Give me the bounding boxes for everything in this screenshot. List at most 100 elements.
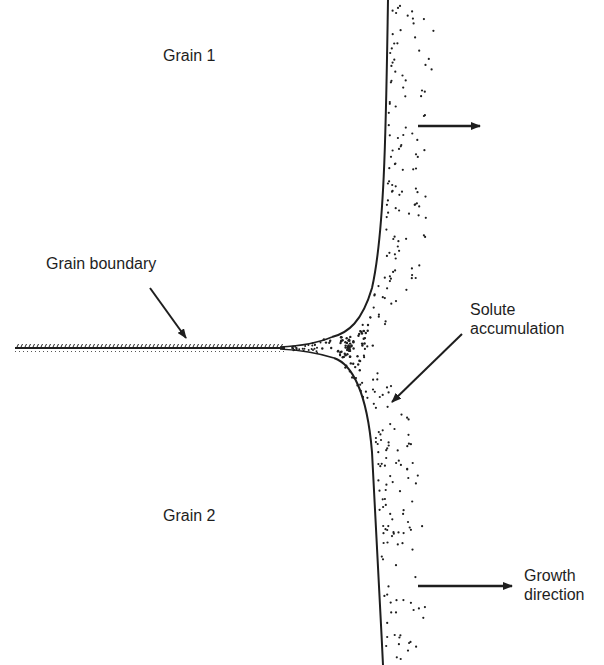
solute-dot xyxy=(342,356,344,358)
solute-dot xyxy=(359,360,361,362)
solute-dot xyxy=(386,594,388,596)
solute-dot xyxy=(394,269,396,271)
solute-dot xyxy=(348,340,350,342)
solute-dot xyxy=(406,468,408,470)
solute-dot xyxy=(415,646,417,648)
grain-label: Grain 1 xyxy=(163,46,283,65)
solute-dot xyxy=(394,634,396,636)
solute-dot xyxy=(361,344,363,346)
solute-dot xyxy=(358,360,360,362)
solute-dot xyxy=(425,217,427,219)
solute-dot xyxy=(325,341,327,343)
solute-dot xyxy=(385,504,387,506)
solute-dot xyxy=(393,59,395,61)
solute-dot xyxy=(400,464,402,466)
solute-dot xyxy=(389,513,391,515)
solute-dot xyxy=(423,18,425,20)
solute-dot xyxy=(386,386,388,388)
solute-dot xyxy=(375,437,377,439)
solute-dot xyxy=(393,42,395,44)
solute-dot xyxy=(388,124,390,126)
solute-dot xyxy=(359,384,361,386)
solute-dot xyxy=(408,213,410,215)
solute-dot xyxy=(388,441,390,443)
solute-dot xyxy=(411,500,413,502)
solute-dot xyxy=(354,366,356,368)
solute-dot xyxy=(304,345,306,347)
solute-dot xyxy=(316,352,318,354)
solute-dot xyxy=(379,433,381,435)
solute-dot xyxy=(424,64,426,66)
solute-dot xyxy=(394,71,396,73)
solute-dot xyxy=(328,342,330,344)
solute-dot xyxy=(294,346,296,348)
solute-dot xyxy=(382,558,384,560)
solute-dot xyxy=(385,484,387,486)
solute-dot xyxy=(397,240,399,242)
solute-dot xyxy=(409,526,411,528)
solute-dot xyxy=(383,595,385,597)
solute-dot xyxy=(392,10,394,12)
solute-dot xyxy=(412,18,414,20)
solute-dot xyxy=(350,345,352,347)
solute-dot xyxy=(386,255,388,257)
solute-dot xyxy=(367,330,369,332)
solute-dot xyxy=(329,341,331,343)
solute-dot xyxy=(414,36,416,38)
solute-dot xyxy=(416,139,418,141)
solute-dot xyxy=(388,391,390,393)
solute-dot xyxy=(349,356,351,358)
solute-dot xyxy=(398,636,400,638)
solute-dot xyxy=(423,115,425,117)
solute-dot xyxy=(347,346,349,348)
solute-dot xyxy=(395,300,397,302)
solute-dot xyxy=(415,167,417,169)
solute-dot xyxy=(396,656,398,658)
solute-dot xyxy=(391,184,393,186)
solute-dot xyxy=(400,414,402,416)
solute-dot xyxy=(387,182,389,184)
solute-dot xyxy=(386,287,388,289)
solute-dot xyxy=(373,294,375,296)
solute-dot xyxy=(388,444,390,446)
solute-dot xyxy=(374,391,376,393)
solute-dot xyxy=(372,379,374,381)
solute-dot xyxy=(378,490,380,492)
solute-dot xyxy=(353,377,355,379)
solute-dot xyxy=(398,250,400,252)
solute-dot xyxy=(292,346,294,348)
solute-dot xyxy=(359,330,361,332)
solute-dot xyxy=(377,479,379,481)
solute-dot xyxy=(407,521,409,523)
solute-dot xyxy=(363,356,365,358)
solute-dot xyxy=(396,42,398,44)
solute-dot xyxy=(378,316,380,318)
solute-dot xyxy=(303,350,305,352)
solute-dot xyxy=(395,105,397,107)
solute-dot xyxy=(397,137,399,139)
solute-dot xyxy=(395,599,397,601)
solute-dot xyxy=(414,204,416,206)
solute-dot xyxy=(352,363,354,365)
solute-dot xyxy=(393,428,395,430)
solute-dot xyxy=(385,229,387,231)
solute-dot xyxy=(349,356,351,358)
solute-dot xyxy=(369,317,371,319)
solute-dot xyxy=(387,585,389,587)
solute-dot xyxy=(358,333,360,335)
solute-dot xyxy=(379,396,381,398)
solute-dot xyxy=(421,89,423,91)
solute-dot xyxy=(291,347,293,349)
solute-dot xyxy=(376,378,378,380)
solute-dot xyxy=(389,423,391,425)
solute-dot xyxy=(384,277,386,279)
solute-dot xyxy=(361,382,363,384)
solute-dot xyxy=(417,475,419,477)
solute-dot xyxy=(397,245,399,247)
solute-dot xyxy=(407,477,409,479)
solute-dot xyxy=(385,457,387,459)
solute-dot xyxy=(311,345,313,347)
solute-dot xyxy=(363,330,365,332)
solute-dot xyxy=(407,15,409,17)
solute-dot xyxy=(390,65,392,67)
